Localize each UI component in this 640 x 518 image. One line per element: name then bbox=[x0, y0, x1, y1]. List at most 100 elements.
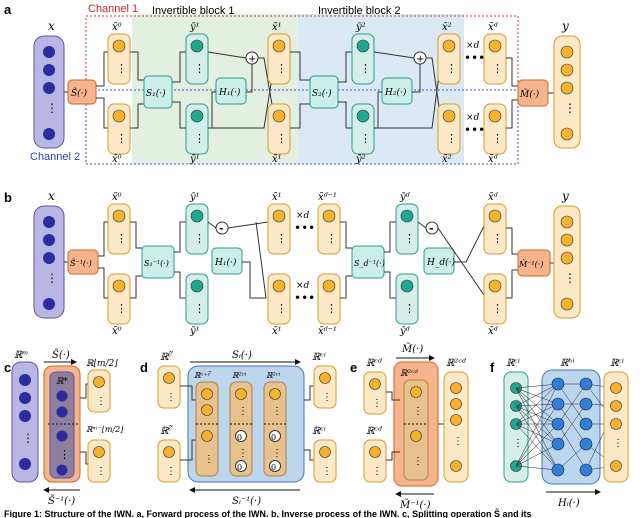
node bbox=[610, 400, 622, 412]
b-yd-top-label: ȳᵈ bbox=[399, 192, 410, 203]
c-op-label: S̃(·) bbox=[52, 349, 70, 361]
f-in-label: ℝᶜⁱ bbox=[506, 358, 520, 369]
node bbox=[56, 464, 68, 476]
ellipsis: ⋮ bbox=[492, 132, 503, 145]
subtract-symbol: - bbox=[429, 222, 434, 235]
channel-2-box bbox=[85, 89, 519, 165]
node bbox=[450, 414, 462, 426]
node bbox=[272, 109, 286, 123]
s1-operator-label: S₁(·) bbox=[146, 88, 166, 99]
b-xd1-top-label: x̄ᵈ⁻¹ bbox=[318, 192, 337, 203]
b-x1-top-label: x̄¹ bbox=[272, 192, 282, 203]
ellipsis: ⋮ bbox=[613, 438, 623, 449]
y1-bottom-label: ȳ¹ bbox=[189, 154, 200, 165]
node bbox=[560, 63, 574, 77]
ellipsis: ⋮ bbox=[22, 431, 34, 445]
panel-label-e: e bbox=[350, 360, 357, 375]
ellipsis-horizontal: ••• bbox=[464, 123, 485, 137]
node bbox=[579, 463, 593, 477]
panel-label-d: d bbox=[140, 360, 148, 375]
node bbox=[610, 418, 622, 430]
d-out-top-label: ℝᶜⁱ bbox=[312, 352, 326, 363]
d-in-bottom-label: ℝᶜ̃ bbox=[160, 425, 173, 437]
hd-operator-label: H_d(·) bbox=[426, 257, 455, 268]
ellipsis: ⋮ bbox=[326, 232, 337, 245]
times-d-top: ×d bbox=[466, 41, 480, 51]
node bbox=[319, 446, 331, 458]
channel-1-label: Channel 1 bbox=[88, 3, 138, 15]
f-op-label: Hᵢ(·) bbox=[557, 498, 580, 509]
h1-operator-box bbox=[215, 77, 247, 105]
add-symbol: + bbox=[416, 54, 424, 65]
ellipsis: ⋮ bbox=[238, 406, 248, 417]
node bbox=[356, 39, 370, 53]
ellipsis: ⋮ bbox=[96, 466, 106, 477]
zero-label: 0 bbox=[237, 433, 242, 442]
invertible-block-1-label: Invertible block 1 bbox=[152, 5, 235, 17]
node bbox=[56, 406, 68, 418]
ellipsis: ⋮ bbox=[276, 132, 287, 145]
node bbox=[488, 209, 502, 223]
ellipsis: ⋮ bbox=[322, 392, 332, 403]
node bbox=[442, 109, 456, 123]
node bbox=[488, 39, 502, 53]
x0-bottom-label: x̄⁰ bbox=[112, 154, 122, 165]
b-x0-top-label: x̄⁰ bbox=[112, 192, 122, 203]
node bbox=[610, 460, 622, 472]
y2-bottom-label: ȳ² bbox=[355, 154, 366, 165]
e-in-bottom-label: ℝᶜᵈ bbox=[366, 426, 382, 437]
node bbox=[560, 81, 574, 95]
hd-operator-box bbox=[423, 247, 455, 275]
y1-top-label: ȳ¹ bbox=[189, 22, 200, 33]
e-out-label: ℝ²ᶜᵈ bbox=[446, 358, 466, 369]
b-y1-bottom-label: ȳ¹ bbox=[189, 326, 200, 337]
node bbox=[43, 128, 55, 140]
node bbox=[551, 397, 565, 411]
node bbox=[400, 209, 414, 223]
node bbox=[560, 127, 574, 141]
node bbox=[272, 279, 286, 293]
d-inner3-vector bbox=[263, 381, 287, 477]
ellipsis: ⋮ bbox=[513, 438, 523, 449]
f-dense-connections bbox=[515, 383, 617, 471]
times-d-bottom: ×d bbox=[466, 113, 480, 123]
d-op-label: Sᵢ(·) bbox=[232, 350, 252, 361]
zero-node bbox=[235, 460, 247, 472]
ellipsis: ⋮ bbox=[492, 302, 503, 315]
input-x-label-b: x bbox=[48, 189, 55, 203]
ellipsis: ⋮ bbox=[276, 302, 287, 315]
node bbox=[190, 39, 204, 53]
node bbox=[19, 374, 31, 386]
ellipsis: ⋮ bbox=[272, 406, 282, 417]
node bbox=[551, 437, 565, 451]
node bbox=[322, 279, 336, 293]
node bbox=[551, 417, 565, 431]
node bbox=[163, 446, 175, 458]
e-inner-label: ℝ²ᶜᵈ bbox=[400, 369, 418, 379]
add-symbol: + bbox=[248, 54, 256, 65]
ellipsis: ⋮ bbox=[413, 406, 423, 417]
node bbox=[112, 209, 126, 223]
node bbox=[551, 463, 565, 477]
ellipsis: ⋮ bbox=[564, 101, 576, 115]
s2-operator-box bbox=[309, 75, 339, 109]
node bbox=[112, 279, 126, 293]
node bbox=[190, 279, 204, 293]
ellipsis: ⋮ bbox=[360, 62, 371, 75]
node bbox=[19, 392, 31, 404]
b-yd-bottom-label: ȳᵈ bbox=[399, 326, 410, 337]
node bbox=[201, 404, 213, 416]
split-operator-label: S̃(·) bbox=[71, 87, 88, 99]
node bbox=[43, 46, 55, 58]
d-inner1-vector bbox=[195, 381, 219, 477]
panel-label-c: c bbox=[4, 360, 11, 375]
e-in-top-label: ℝᶜᵈ bbox=[366, 358, 382, 369]
channel-2-label: Channel 2 bbox=[30, 151, 80, 163]
h1-operator-label: H₁(·) bbox=[218, 87, 241, 98]
node bbox=[442, 39, 456, 53]
ellipsis: ⋮ bbox=[372, 466, 382, 477]
c-rstar-label: ℝ* bbox=[56, 377, 68, 387]
b-times-d-top: ×d bbox=[296, 211, 310, 221]
ellipsis: ⋮ bbox=[276, 62, 287, 75]
